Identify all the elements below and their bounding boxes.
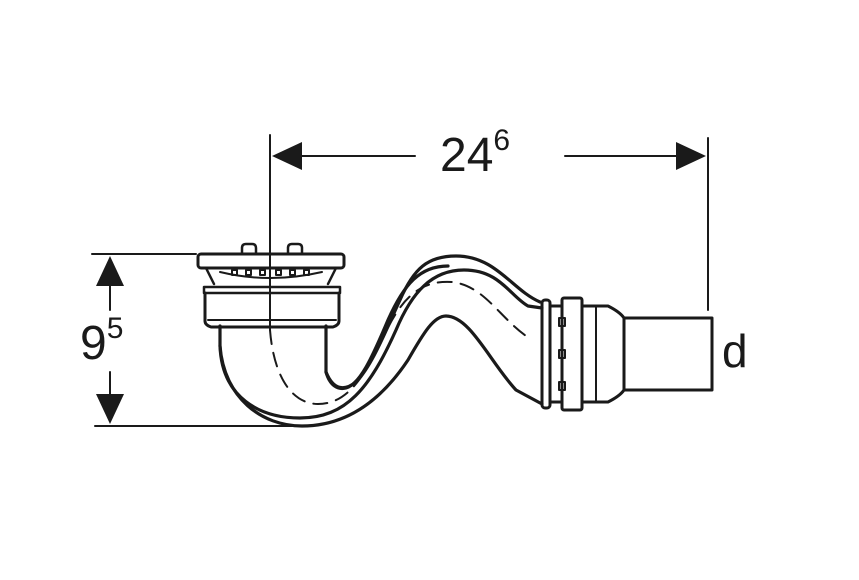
height-dimension-label: 95: [80, 312, 124, 370]
outlet-coupling: [540, 296, 714, 412]
pipe-centerline: [269, 280, 533, 405]
drain-body: [203, 291, 341, 329]
pipe-inner-edge: [324, 254, 542, 390]
pipe-bottom-edge: [218, 314, 544, 428]
outlet-diameter-label: d: [722, 325, 748, 377]
s-trap-pipe: [218, 231, 544, 428]
arrow-left-icon: [272, 142, 302, 170]
arrow-down-icon: [96, 394, 124, 424]
pipe-outer-edge: [218, 268, 544, 420]
outlet-pipe: [622, 316, 714, 392]
arrow-up-icon: [96, 256, 124, 286]
width-dimension-label: 246: [440, 124, 511, 182]
arrow-right-icon: [676, 142, 706, 170]
height-dimension: [91, 253, 293, 427]
